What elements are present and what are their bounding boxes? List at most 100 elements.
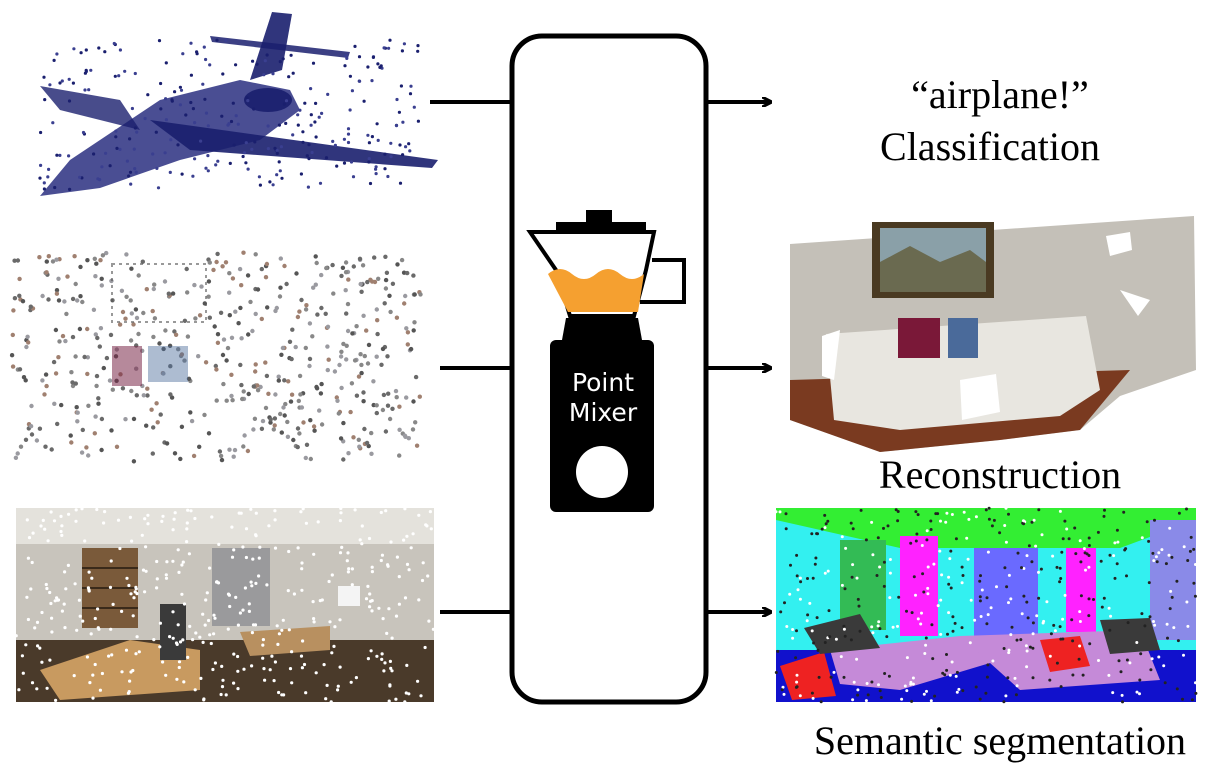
- point: [851, 698, 855, 702]
- point: [176, 143, 180, 147]
- point: [108, 332, 114, 338]
- point: [416, 44, 420, 48]
- point: [828, 635, 832, 639]
- point: [264, 261, 270, 267]
- point: [1063, 593, 1067, 597]
- point: [1030, 520, 1034, 524]
- point: [1014, 693, 1018, 697]
- point: [42, 187, 47, 191]
- point: [380, 553, 384, 557]
- point: [984, 508, 988, 512]
- point: [131, 614, 135, 618]
- point: [282, 263, 287, 269]
- point: [1048, 678, 1052, 682]
- point: [131, 416, 137, 422]
- point: [1175, 579, 1179, 583]
- point: [64, 587, 68, 591]
- point: [388, 38, 392, 42]
- point: [221, 381, 226, 387]
- point: [74, 519, 78, 523]
- point: [125, 576, 129, 580]
- point: [214, 163, 218, 167]
- point: [774, 510, 778, 514]
- point: [184, 113, 188, 117]
- point: [177, 665, 181, 670]
- point: [284, 121, 288, 125]
- point: [1087, 614, 1091, 618]
- point: [37, 255, 42, 260]
- point: [124, 252, 129, 257]
- point: [426, 574, 430, 578]
- point: [282, 693, 286, 697]
- point: [338, 665, 342, 669]
- point: [403, 293, 408, 299]
- point: [987, 517, 991, 521]
- point: [381, 617, 385, 621]
- point: [343, 64, 347, 68]
- point: [30, 560, 34, 565]
- point: [55, 596, 59, 600]
- point: [784, 512, 788, 516]
- point: [126, 691, 130, 695]
- point: [12, 296, 18, 301]
- point: [909, 541, 913, 545]
- point: [307, 157, 311, 161]
- point: [240, 396, 245, 402]
- point: [261, 638, 265, 642]
- point: [43, 444, 48, 449]
- point: [24, 344, 29, 350]
- point: [810, 691, 814, 695]
- point: [141, 393, 146, 398]
- point: [93, 332, 99, 337]
- point: [318, 181, 323, 185]
- point: [273, 660, 277, 664]
- point: [411, 532, 415, 536]
- point: [416, 679, 420, 683]
- point: [172, 517, 176, 521]
- point: [810, 629, 814, 633]
- point: [189, 418, 195, 424]
- point: [397, 427, 402, 432]
- point: [251, 623, 256, 627]
- point: [1192, 547, 1196, 551]
- point: [1030, 560, 1034, 564]
- point: [388, 683, 392, 687]
- point: [1128, 661, 1132, 665]
- point: [69, 370, 74, 375]
- point: [330, 262, 335, 268]
- point: [368, 181, 373, 186]
- point: [56, 298, 62, 303]
- point: [1067, 537, 1071, 541]
- point: [160, 519, 164, 524]
- point: [273, 518, 277, 522]
- point: [278, 256, 283, 261]
- point: [354, 676, 358, 680]
- point: [265, 583, 269, 587]
- point: [232, 652, 236, 656]
- point: [221, 337, 227, 342]
- point: [221, 72, 225, 76]
- point: [278, 169, 282, 173]
- point: [1175, 687, 1179, 691]
- point: [905, 689, 909, 693]
- point: [397, 575, 401, 579]
- point: [810, 532, 814, 536]
- point: [1113, 576, 1117, 580]
- point: [1115, 528, 1119, 532]
- point: [989, 606, 993, 610]
- point: [307, 321, 313, 326]
- point: [124, 648, 129, 652]
- point: [389, 666, 393, 671]
- point: [399, 257, 405, 263]
- point: [212, 324, 217, 329]
- point: [266, 391, 271, 396]
- point: [950, 660, 954, 664]
- room-points: [9, 250, 423, 464]
- point: [985, 675, 989, 679]
- point: [319, 272, 324, 278]
- point: [1166, 636, 1169, 640]
- point: [246, 332, 251, 337]
- point: [85, 355, 91, 360]
- point: [1025, 554, 1029, 558]
- point: [156, 186, 161, 190]
